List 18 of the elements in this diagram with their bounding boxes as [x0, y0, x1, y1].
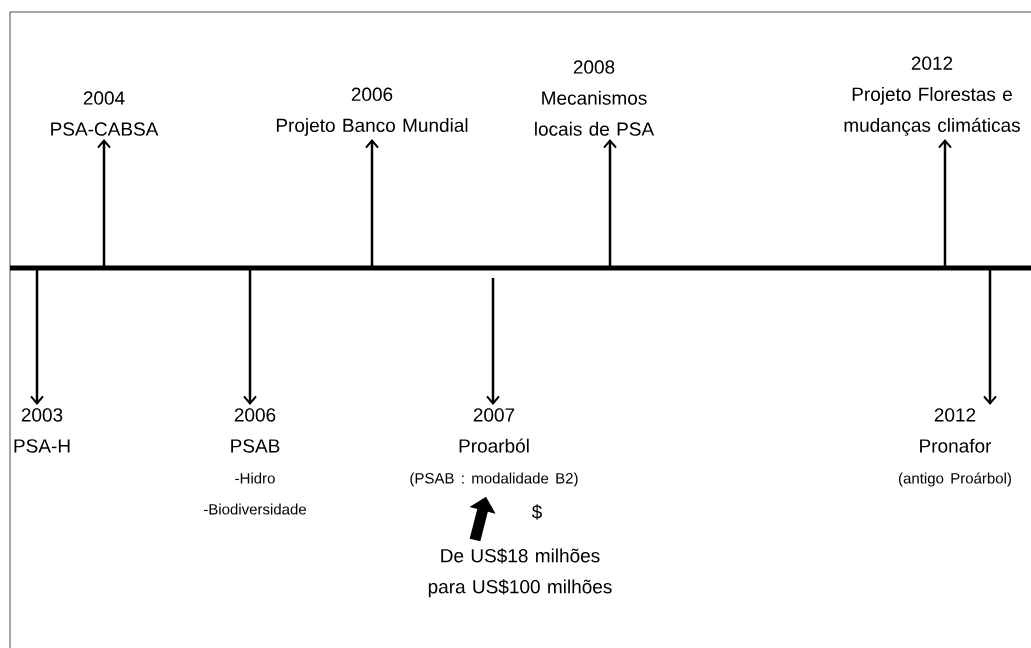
event-text: 2006 PSAB -Hidro -Biodiversidade — [203, 408, 306, 515]
currency-sign: $ — [531, 504, 542, 520]
arrow — [983, 268, 997, 405]
arrow — [938, 139, 952, 268]
event-text: 2008 Mecanismos locais de PSA — [535, 60, 655, 136]
arrow — [486, 278, 500, 405]
event-text: 2012 Projeto Florestas e mudanças climáticas — [844, 56, 1020, 136]
arrow — [365, 139, 379, 268]
event-text: 2012 Pronafor (antigo Proárbol) — [899, 408, 1011, 487]
arrow — [603, 139, 617, 268]
event-text: 2003 PSA-H — [14, 408, 70, 453]
event-text: 2007 Proarból (PSAB : modalidade B2) — [410, 408, 578, 487]
arrow — [30, 268, 44, 405]
event-text: 2006 Projeto Banco Mundial — [276, 87, 468, 136]
arrow — [97, 139, 111, 268]
event-text: De US$18 milhões para US$100 milhões — [428, 548, 612, 598]
event-text: 2004 PSA-CABSA — [51, 91, 159, 136]
arrow — [243, 268, 257, 405]
